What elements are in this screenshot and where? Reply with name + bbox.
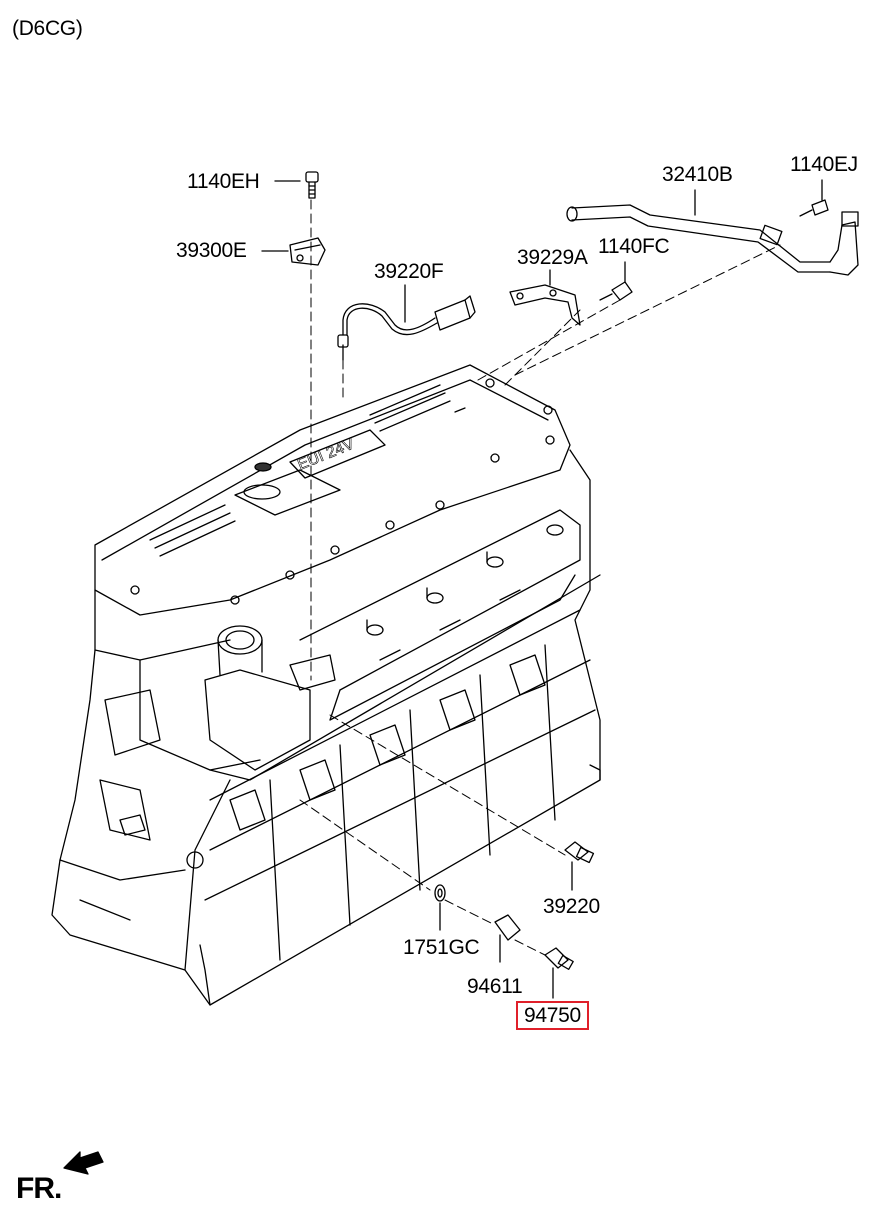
sensor-94750-shape: [544, 947, 574, 999]
label-32410b[interactable]: 32410B: [662, 163, 733, 186]
label-1140ej[interactable]: 1140EJ: [790, 153, 858, 176]
bolt-1140fc-shape: [599, 261, 633, 301]
bracket-39229a-shape: [509, 269, 581, 326]
front-marker: FR.: [16, 1172, 62, 1205]
pipe-32410b-shape: [566, 189, 859, 276]
sensor-39220f-shape: [337, 284, 476, 361]
gasket-1751gc-shape: [434, 884, 446, 931]
label-39220[interactable]: 39220: [543, 895, 600, 918]
label-1751gc[interactable]: 1751GC: [403, 936, 480, 959]
label-39229a[interactable]: 39229A: [517, 246, 588, 269]
label-94611[interactable]: 94611: [467, 975, 523, 998]
svg-text:EUI 24V: EUI 24V: [295, 436, 357, 474]
assembly-lines: [299, 199, 781, 956]
front-arrow-icon: [63, 1151, 104, 1175]
label-1140eh[interactable]: 1140EH: [187, 170, 260, 193]
bolt-1140eh-shape: [274, 171, 319, 199]
label-39220f[interactable]: 39220F: [374, 260, 444, 283]
model-code: (D6CG): [12, 17, 83, 40]
sensor-39220-shape: [564, 841, 595, 891]
label-39300e[interactable]: 39300E: [176, 239, 247, 262]
bolt-1140ej-shape: [799, 179, 829, 217]
engine-block: EUI 24V: [51, 364, 601, 1006]
sensor-39300e-shape: [261, 237, 326, 266]
adapter-94611-shape: [494, 914, 521, 963]
label-94750-highlighted[interactable]: 94750: [516, 1001, 589, 1030]
label-1140fc[interactable]: 1140FC: [598, 235, 670, 258]
